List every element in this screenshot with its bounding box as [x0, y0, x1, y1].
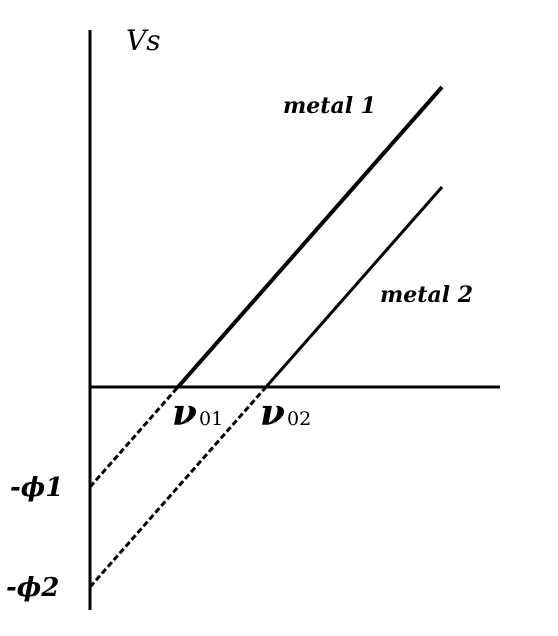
- series-line: [176, 85, 444, 389]
- series-name-label: metal 1: [283, 93, 376, 119]
- y-axis-label: Vs: [126, 24, 161, 57]
- threshold-subscript: 01: [199, 408, 223, 430]
- series-line: [264, 186, 444, 388]
- threshold-symbol: ν: [260, 392, 285, 434]
- intercept-label: -ϕ2: [6, 573, 59, 603]
- series-dashed-segment: [88, 386, 180, 488]
- threshold-symbol: ν: [172, 392, 197, 434]
- intercept-label: -ϕ1: [10, 473, 63, 503]
- threshold-subscript: 02: [287, 408, 311, 430]
- series-name-label: metal 2: [380, 282, 473, 308]
